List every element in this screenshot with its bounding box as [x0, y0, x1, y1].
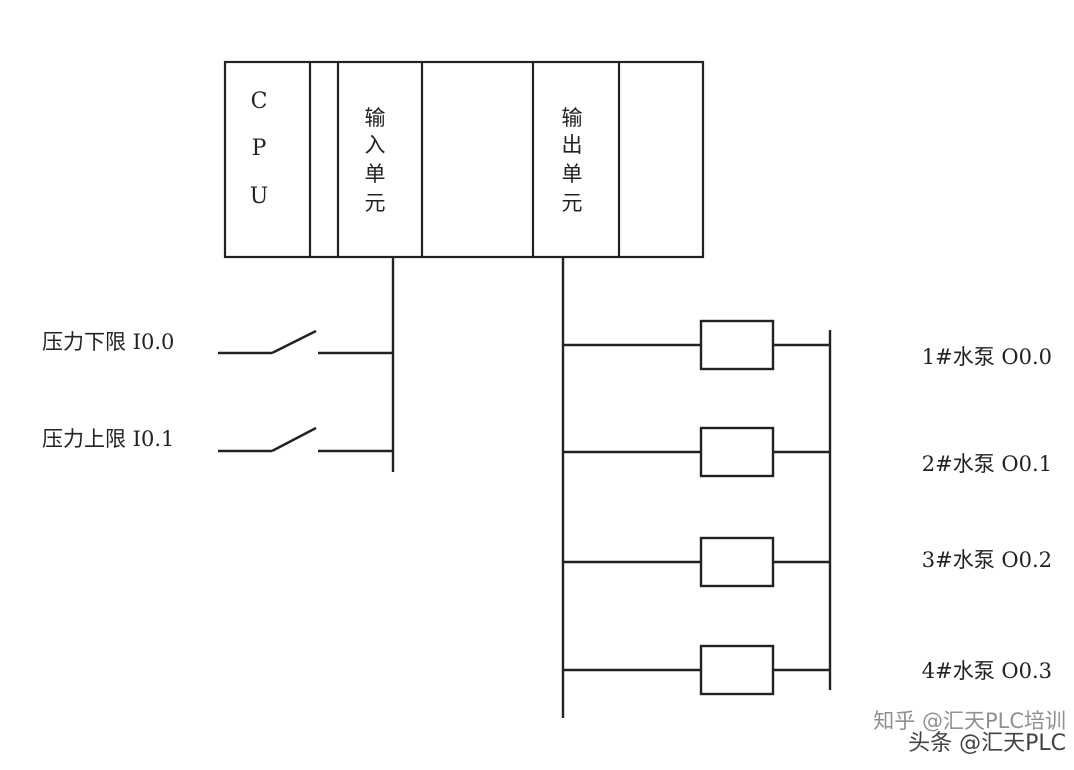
output-label-pump-2: 2#水泵 O0.1: [922, 452, 1052, 476]
pump-coil-1: [699, 319, 775, 371]
watermark-text: 头条 @汇天PLC: [908, 731, 1066, 756]
output-label-pump-4: 4#水泵 O0.3: [922, 659, 1052, 683]
output-label-pump-1: 1#水泵 O0.0: [922, 345, 1052, 369]
pump-coil-3: [699, 536, 775, 588]
output-unit-char: 单: [562, 162, 583, 186]
output-label-pump-3: 3#水泵 O0.2: [922, 548, 1052, 572]
cpu-letter: U: [250, 184, 269, 209]
output-unit-char: 输: [562, 106, 583, 130]
watermark-text: 知乎 @汇天PLC培训: [873, 709, 1066, 733]
input-label-high-pressure: 压力上限 I0.1: [42, 427, 174, 451]
switch-contact: [271, 426, 317, 453]
output-unit-char: 出: [562, 133, 583, 157]
output-unit-char: 元: [562, 191, 583, 215]
pump-coil-2: [699, 426, 775, 478]
output-wiring: [561, 257, 832, 718]
input-unit-char: 元: [365, 191, 386, 215]
switch-contact: [271, 329, 317, 355]
input-unit-char: 单: [365, 162, 386, 186]
output-labels: 1#水泵 O0.0 2#水泵 O0.1 3#水泵 O0.2 4#水泵 O0.3: [922, 345, 1052, 683]
output-unit-module: 输 出 单 元: [562, 106, 583, 215]
cpu-letter: C: [251, 89, 268, 114]
plc-rack: [223, 60, 705, 259]
plc-rack-frame: [223, 60, 705, 259]
cpu-letter: P: [252, 136, 267, 161]
input-unit-char: 入: [365, 133, 386, 157]
watermark: 知乎 @汇天PLC培训 头条 @汇天PLC: [873, 709, 1066, 756]
input-wiring: [218, 257, 395, 472]
input-labels: 压力下限 I0.0 压力上限 I0.1: [42, 330, 174, 451]
input-unit-char: 输: [365, 106, 386, 130]
input-unit-module: 输 入 单 元: [365, 106, 386, 215]
input-label-low-pressure: 压力下限 I0.0: [42, 330, 174, 354]
pump-coil-4: [699, 644, 775, 696]
cpu-module: C P U: [250, 89, 269, 209]
